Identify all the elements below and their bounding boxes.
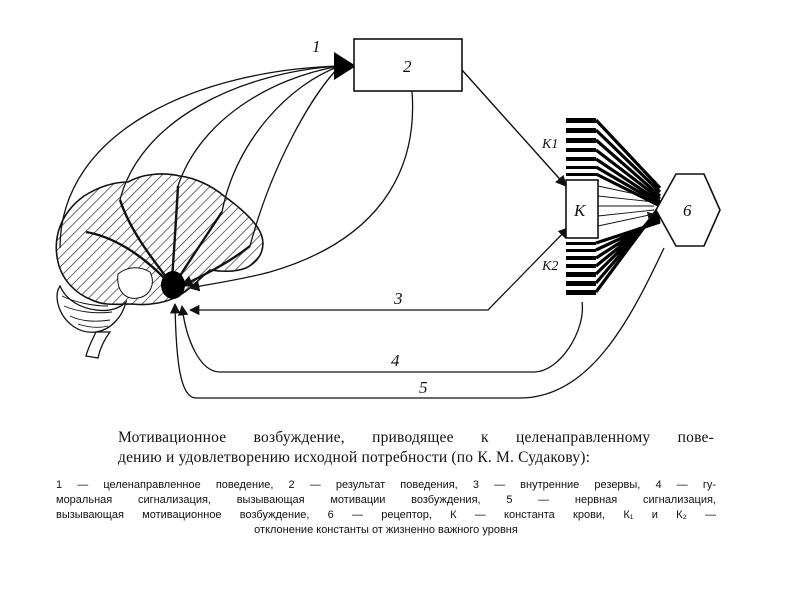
caption-title-line-2: дению и удовлетворению исходной потребно… (118, 449, 591, 466)
block-2-result (353, 38, 463, 92)
label-path-4: 4 (391, 351, 400, 370)
label-path-3: 3 (393, 289, 403, 308)
caption-legend-line-2: моральная сигнализация, вызывающая мотив… (56, 494, 716, 506)
result-to-constant-arrow (461, 69, 567, 187)
constant-k-box (565, 179, 599, 239)
label-block-2: 2 (403, 57, 412, 76)
label-constant-k: К (573, 201, 587, 220)
caption-legend-line-1: 1 — целенаправленное поведение, 2 — резу… (56, 479, 716, 491)
label-path-1: 1 (312, 37, 321, 56)
motivation-diagram: 1 2 3 4 5 К K1 K2 6 (55, 37, 721, 399)
path-3-reserves (188, 227, 569, 316)
caption-legend-line-4: отклонение константы от жизненно важного… (254, 524, 518, 536)
label-receptor: 6 (683, 201, 692, 220)
path-1-behavior (59, 52, 356, 249)
caption-title-line-1: Мотивационное возбуждение, приводящее к … (118, 429, 714, 446)
path-5-nervous (169, 247, 665, 399)
deviation-bars (566, 118, 660, 295)
figure-caption-title: Мотивационное возбуждение, приводящее к … (118, 428, 714, 468)
path-4-humoral (177, 301, 584, 373)
figure-caption-legend: 1 — целенаправленное поведение, 2 — резу… (56, 478, 716, 538)
brain-illustration (55, 173, 264, 359)
label-path-5: 5 (419, 378, 428, 397)
label-k2: K2 (541, 259, 558, 274)
caption-legend-line-3: вызывающая мотивационное возбуждение, 6 … (56, 509, 716, 521)
label-k1: K1 (541, 137, 558, 152)
receptor-hexagon (655, 173, 721, 247)
